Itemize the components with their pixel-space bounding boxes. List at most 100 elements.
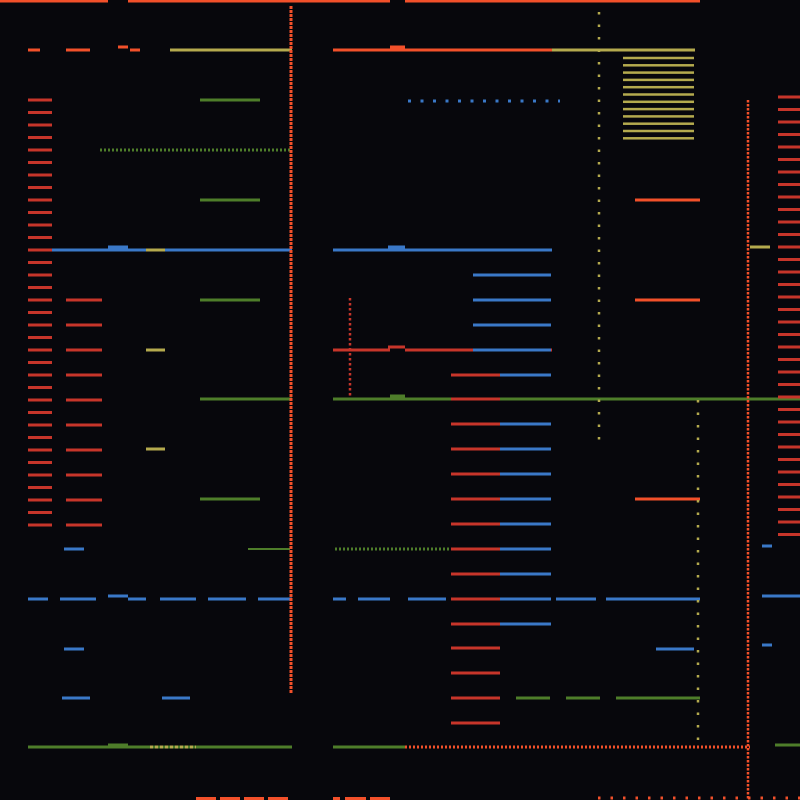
dot-620: [746, 180, 750, 183]
dot-510: [289, 474, 293, 477]
dot-817: [348, 363, 352, 366]
dash-segment-258: [192, 148, 194, 152]
line-segment-20: [160, 597, 196, 601]
line-segment-342: [635, 298, 700, 302]
dash-segment-306: [427, 547, 429, 551]
dash-segment-274: [256, 148, 258, 152]
dot-600: [746, 100, 750, 103]
dash-segment-103: [629, 745, 631, 749]
left-bar-161: [28, 398, 52, 402]
dot-471: [289, 318, 293, 321]
dot-813: [348, 343, 352, 346]
dot-644: [746, 276, 750, 279]
dot-779: [696, 437, 700, 440]
dot-548: [289, 626, 293, 629]
dash-segment-82: [545, 745, 547, 749]
dash-segment-245: [140, 148, 142, 152]
dot-604: [746, 116, 750, 119]
left-bar-174: [66, 348, 102, 352]
right-bar-187: [778, 158, 800, 161]
left-bar-175: [66, 373, 102, 377]
center-bar-327: [451, 397, 500, 401]
dash-segment-59: [453, 745, 455, 749]
dash-segment-380: [648, 796, 651, 800]
dash-segment-391: [785, 796, 788, 800]
line-segment-369: [196, 797, 216, 800]
blue-bar-324: [473, 597, 551, 601]
dash-segment-105: [637, 745, 639, 749]
dot-443: [289, 206, 293, 209]
dash-segment-98: [609, 745, 611, 749]
dot-574: [597, 124, 601, 127]
dot-670: [746, 380, 750, 383]
dot-435: [289, 174, 293, 177]
dot-755: [746, 720, 750, 723]
dot-501: [289, 438, 293, 441]
dot-512: [289, 482, 293, 485]
dot-505: [289, 454, 293, 457]
dot-494: [289, 410, 293, 413]
dash-segment-363: [558, 99, 560, 103]
dot-579: [597, 187, 601, 190]
dot-429: [289, 150, 293, 153]
dash-segment-298: [395, 547, 397, 551]
dot-580: [597, 199, 601, 202]
dot-772: [746, 788, 750, 791]
dot-399: [289, 30, 293, 33]
dash-segment-241: [124, 148, 126, 152]
dash-segment-65: [477, 745, 479, 749]
olive-bar-224: [623, 100, 694, 104]
left-bar-151: [28, 273, 52, 277]
right-bar-204: [778, 370, 800, 374]
center-bar-328: [451, 422, 500, 426]
right-bar-193: [778, 233, 800, 236]
dash-segment-251: [164, 148, 166, 152]
dash-segment-248: [152, 148, 154, 152]
dot-560: [289, 674, 293, 677]
dot-490: [289, 394, 293, 397]
dot-728: [746, 612, 750, 615]
dot-700: [746, 500, 750, 503]
dot-754: [746, 716, 750, 719]
dot-650: [746, 300, 750, 303]
dot-445: [289, 214, 293, 217]
dot-676: [746, 404, 750, 407]
dot-398: [289, 26, 293, 29]
line-segment-21: [208, 597, 246, 601]
dash-segment-58: [449, 745, 451, 749]
dot-759: [746, 736, 750, 739]
dot-629: [746, 216, 750, 219]
line-segment-1: [128, 0, 390, 3]
dash-segment-70: [497, 745, 499, 749]
dot-411: [289, 78, 293, 81]
dash-segment-109: [653, 745, 655, 749]
line-segment-3: [28, 48, 40, 52]
line-segment-347: [62, 696, 90, 700]
dot-469: [289, 310, 293, 313]
dot-809: [348, 323, 352, 326]
dot-456: [289, 258, 293, 261]
line-segment-134: [333, 348, 390, 352]
dot-789: [696, 562, 700, 565]
dot-661: [746, 344, 750, 347]
dot-532: [289, 562, 293, 565]
dot-468: [289, 306, 293, 309]
dot-432: [289, 162, 293, 165]
dot-488: [289, 386, 293, 389]
dot-516: [289, 498, 293, 501]
line-segment-7: [333, 48, 552, 52]
dot-544: [289, 610, 293, 613]
dot-721: [746, 584, 750, 587]
center-bar-335: [451, 597, 500, 601]
dot-576: [597, 149, 601, 152]
dot-640: [746, 260, 750, 263]
dot-584: [597, 249, 601, 252]
dash-segment-133: [749, 745, 750, 749]
dash-segment-130: [737, 745, 739, 749]
left-bar-167: [28, 473, 52, 477]
dot-449: [289, 230, 293, 233]
dot-420: [289, 114, 293, 117]
dash-segment-60: [457, 745, 459, 749]
dot-393: [289, 6, 293, 9]
